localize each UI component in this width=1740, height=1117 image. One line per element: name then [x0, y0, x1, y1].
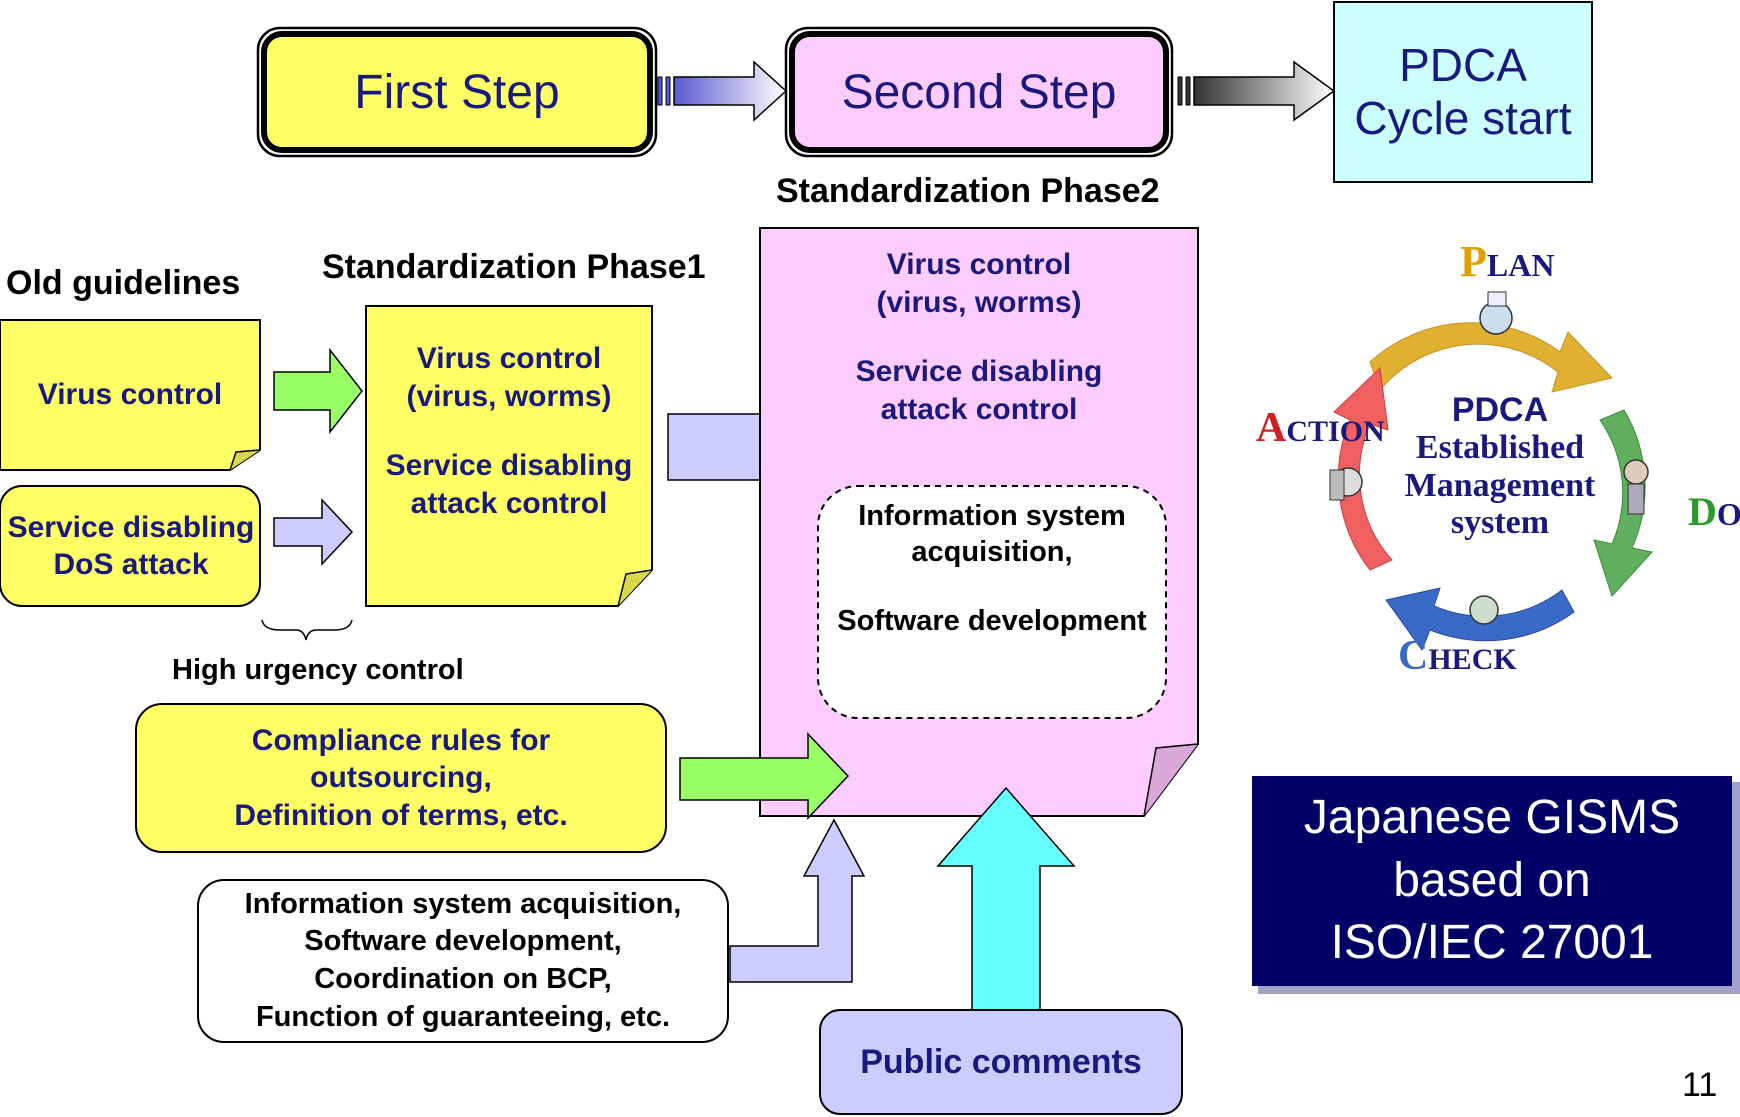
pdca-start-box — [1333, 1, 1593, 183]
arrow-old-virus-to-phase1 — [273, 347, 363, 435]
pdca-cycle-diagram — [1329, 291, 1653, 652]
public-comments-label: Public comments — [860, 1042, 1142, 1081]
old-virus-label: Virus control — [37, 378, 223, 411]
pdca-plan-label: PLAN — [1460, 237, 1555, 286]
step-arrow-2 — [1177, 60, 1336, 122]
phase2-label: Virus control (virus, worms) Service dis… — [855, 248, 1103, 426]
old-guidelines-heading: Old guidelines — [6, 264, 241, 302]
info-box — [197, 879, 729, 1043]
old-service-box — [0, 485, 261, 607]
phase2-inner-label: Information system acquisition, Software… — [837, 500, 1147, 637]
pdca-action-label: ACTION — [1256, 405, 1385, 451]
arrow-public-to-phase2 — [936, 786, 1076, 1011]
phase1-heading: Standardization Phase1 — [322, 248, 706, 286]
gisms-box — [1252, 776, 1732, 986]
high-urgency-label: High urgency control — [172, 654, 464, 686]
phase1-label: Virus control (virus, worms) Service dis… — [385, 342, 633, 520]
pdca-center-label: PDCA Established Management system — [1404, 391, 1596, 542]
compliance-box — [135, 703, 667, 853]
first-step-box — [256, 26, 658, 158]
phase2-inner-dashed-box — [817, 485, 1167, 719]
high-urgency-brace — [261, 619, 353, 641]
gisms-label: Japanese GISMS based on ISO/IEC 27001 — [1303, 791, 1681, 970]
pdca-check-label: CHECK — [1398, 633, 1517, 679]
public-comments-box — [819, 1009, 1183, 1115]
second-step-label: Second Step — [841, 65, 1117, 119]
pdca-start-label: PDCA Cycle start — [1354, 39, 1572, 144]
arrow-info-to-phase2 — [729, 818, 866, 983]
old-service-label: Service disabling DoS attack — [7, 510, 255, 582]
step-arrow-1 — [657, 60, 788, 122]
info-label: Information system acquisition, Software… — [244, 887, 682, 1033]
arrow-old-service-to-phase1 — [273, 498, 354, 566]
first-step-label: First Step — [354, 65, 560, 119]
phase2-heading: Standardization Phase2 — [776, 172, 1160, 210]
page-number: 11 — [1682, 1066, 1718, 1104]
compliance-label: Compliance rules for outsourcing, Defini… — [234, 723, 568, 832]
pdca-do-label: DO — [1688, 489, 1740, 534]
arrow-compliance-to-phase2 — [679, 732, 850, 820]
